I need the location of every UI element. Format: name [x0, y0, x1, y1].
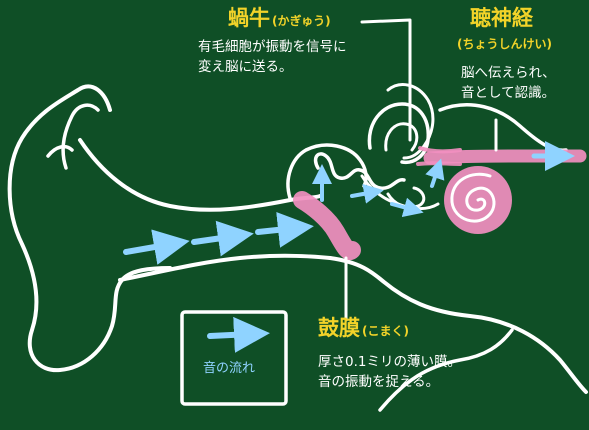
sound-flow-arrow-icon: [207, 316, 270, 353]
cochlea-title: 蝸牛: [228, 6, 270, 30]
auricle-outline: [7, 84, 172, 373]
ear-canal-lower-wall: [118, 253, 332, 282]
semicircular-canal-2: [384, 122, 419, 152]
cochlea-description-line-2: 変え脳に送る。: [198, 59, 293, 75]
ear-canal-upper-wall: [78, 138, 322, 212]
eardrum-title: 鼓膜: [318, 316, 360, 340]
cochlea-description-line-1: 有毛細胞が振動を信号に: [198, 39, 347, 55]
cochlea-reading: (かぎゅう): [272, 14, 331, 28]
sound-arrow-middle-2: [350, 183, 384, 204]
auditory-nerve-description: 脳へ伝えられ、 音として認識。: [461, 63, 556, 103]
eardrum-description: 厚さ0.1ミリの薄い膜。 音の振動を捉える。: [318, 352, 461, 392]
auditory-nerve-reading: (ちょうしんけい): [457, 37, 552, 51]
eardrum-description-line-2: 音の振動を捉える。: [318, 374, 440, 390]
legend-label: 音の流れ: [203, 361, 256, 376]
sound-arrow-inner: [425, 158, 445, 188]
auditory-nerve-title: 聴神経: [470, 6, 533, 30]
eardrum-description-line-1: 厚さ0.1ミリの薄い膜。: [318, 354, 461, 370]
auricle-inner-fold: [61, 103, 100, 170]
eardrum-reading: (こまく): [362, 324, 409, 338]
auditory-nerve-description-line-2: 音として認識。: [461, 85, 556, 101]
semicircular-canal-1: [367, 102, 430, 165]
auricle-concha: [46, 144, 74, 158]
cochlea-description: 有毛細胞が振動を信号に 変え脳に送る。: [198, 37, 347, 77]
head-outline: [438, 103, 568, 152]
eardrum-membrane: [293, 191, 361, 260]
auditory-nerve-description-line-1: 脳へ伝えられ、: [461, 65, 556, 81]
sound-arrow-3: [255, 211, 314, 248]
sound-arrow-middle-3: [390, 197, 424, 218]
outer-skin-line: [328, 256, 588, 394]
cochlea-spiral: [450, 172, 496, 223]
legend-box: [180, 310, 288, 406]
sound-arrow-1: [123, 229, 190, 265]
eardrum-label: 鼓膜(こまく): [318, 316, 409, 340]
cochlea-label: 蝸牛(かぎゅう): [228, 6, 331, 30]
sound-arrow-2: [191, 220, 254, 257]
lower-jaw-line: [378, 328, 514, 412]
cochlea-leader-line: [360, 18, 412, 142]
